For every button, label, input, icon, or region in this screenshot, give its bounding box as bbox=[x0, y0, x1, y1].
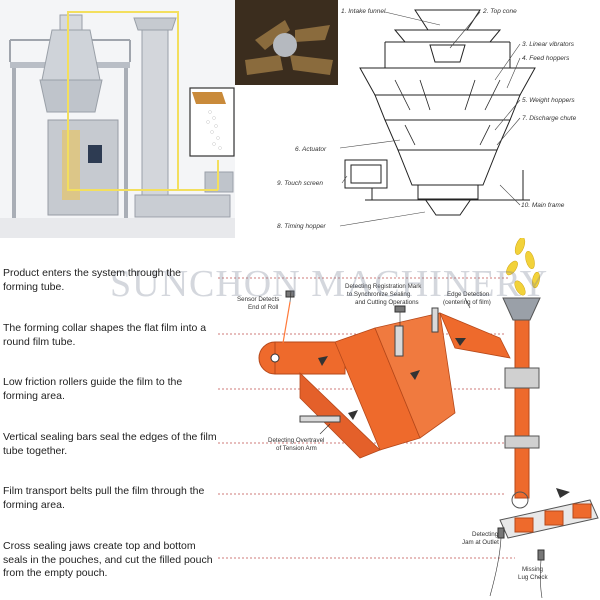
callout-weight-hoppers: 5. Weight hoppers bbox=[522, 97, 575, 104]
film-path-section: Sensor Detects End of Roll Detecting Reg… bbox=[0, 238, 600, 600]
step-5-text: Film transport belts pull the film throu… bbox=[3, 485, 205, 511]
label-jam-1: Detecting bbox=[472, 531, 499, 538]
label-sensor-roll-1: Sensor Detects bbox=[237, 296, 279, 303]
callout-intake-funnel: 1. Intake funnel bbox=[341, 8, 386, 15]
label-registration-1: Detecting Registration Mark bbox=[345, 283, 422, 290]
callout-touch-screen: 9. Touch screen bbox=[277, 180, 323, 187]
callout-linear-vibrators: 3. Linear vibrators bbox=[522, 41, 575, 48]
label-sensor-roll-2: End of Roll bbox=[248, 304, 278, 311]
callout-discharge-chute: 7. Discharge chute bbox=[522, 115, 577, 122]
label-edge-1: Edge Detection bbox=[447, 291, 490, 298]
callout-timing-hopper: 8. Timing hopper bbox=[277, 223, 327, 230]
label-overtravel-1: Detecting Overtravel bbox=[268, 437, 324, 444]
callout-actuator: 6. Actuator bbox=[295, 146, 327, 153]
weigher-line-drawing: 1. Intake funnel 2. Top cone 3. Linear v… bbox=[235, 0, 600, 238]
callout-top-cone: 2. Top cone bbox=[482, 8, 517, 15]
label-jam-2: Jam at Outlet bbox=[462, 539, 499, 546]
label-registration-3: and Cutting Operations bbox=[355, 299, 419, 306]
step-2-text: The forming collar shapes the flat film … bbox=[3, 322, 207, 348]
film-path-diagram: Sensor Detects End of Roll Detecting Reg… bbox=[0, 238, 600, 600]
step-4-text: Vertical sealing bars seal the edges of … bbox=[3, 431, 217, 457]
label-lug-2: Lug Check bbox=[518, 574, 548, 581]
step-1-text: Product enters the system through the fo… bbox=[3, 267, 182, 293]
label-registration-2: to Synchronize Sealing bbox=[347, 291, 411, 298]
label-edge-2: (centering of film) bbox=[443, 299, 491, 306]
label-overtravel-2: of Tension Arm bbox=[276, 445, 317, 452]
step-3-text: Low friction rollers guide the film to t… bbox=[3, 376, 183, 402]
multihead-weigher-diagram: 1. Intake funnel 2. Top cone 3. Linear v… bbox=[235, 0, 600, 238]
callout-feed-hoppers: 4. Feed hoppers bbox=[522, 55, 570, 62]
step-6-text: Cross sealing jaws create top and bottom… bbox=[3, 540, 213, 579]
label-lug-1: Missing bbox=[522, 566, 544, 573]
packing-machine-illustration bbox=[0, 0, 235, 238]
callout-main-frame: 10. Main frame bbox=[521, 202, 565, 209]
packing-machine-photo bbox=[0, 0, 235, 238]
watermark: SUNCHON MACHINERY bbox=[110, 263, 549, 305]
